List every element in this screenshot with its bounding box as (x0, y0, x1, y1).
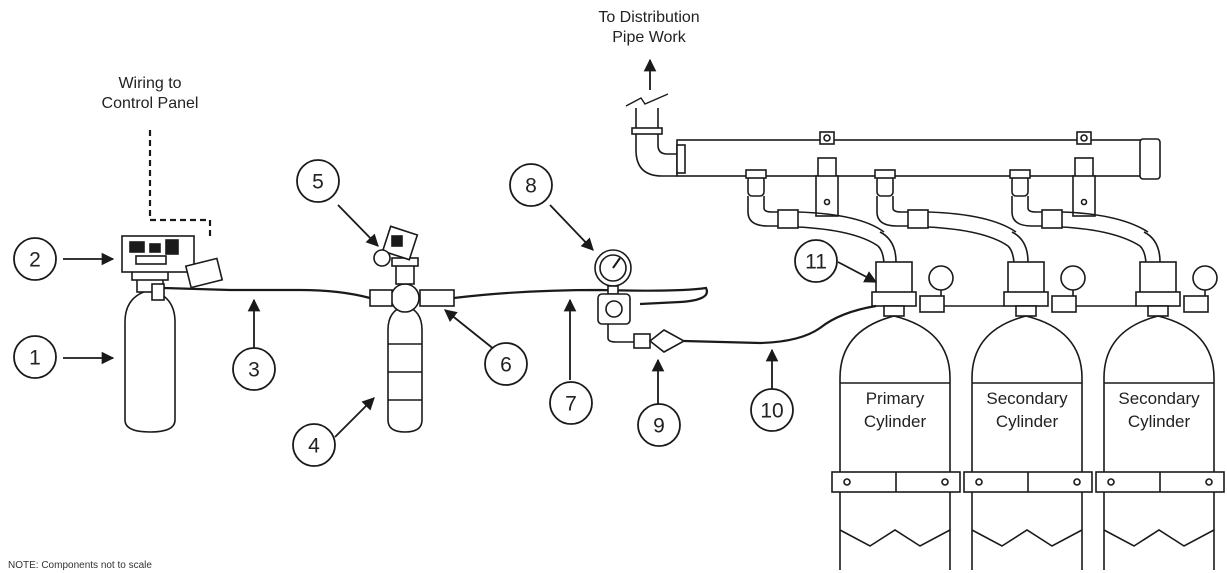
pilot-control-head (373, 225, 419, 267)
callout-circle-2 (13, 237, 57, 281)
secondary-cylinder-1-label: Secondary Cylinder (967, 388, 1087, 434)
primary-cylinder (831, 261, 961, 570)
callout-circle-3 (232, 347, 276, 391)
primary-cylinder-label-line1: Primary (865, 389, 925, 408)
secondary-cylinder-2 (1095, 261, 1225, 570)
primary-actuation-hose (683, 304, 877, 345)
actuation-hose (163, 286, 371, 300)
check-valve-flex-hoses (745, 169, 1161, 267)
pressure-gauge-assembly (594, 249, 651, 349)
distribution-label-line1: To Distribution (598, 9, 700, 26)
pilot-cylinder (369, 257, 455, 433)
distribution-manifold (625, 93, 1161, 217)
scale-note: NOTE: Components not to scale (8, 560, 152, 571)
callout-circle-11 (794, 239, 838, 283)
callout-number-6: 6 (500, 354, 512, 377)
control-head (121, 235, 224, 301)
callout-circle-1 (13, 335, 57, 379)
callout-number-9: 9 (653, 415, 665, 438)
callout-circle-9 (637, 403, 681, 447)
wiring-label-line2: Control Panel (101, 95, 199, 112)
callout-number-5: 5 (312, 171, 324, 194)
callout-arrows (63, 58, 878, 438)
callout-circle-6 (484, 342, 528, 386)
wiring-label-line1: Wiring to (118, 75, 182, 92)
callout-number-8: 8 (525, 175, 537, 198)
secondary-cylinder-2-label-line2: Cylinder (1127, 411, 1191, 431)
distribution-label: To Distribution Pipe Work (574, 8, 724, 48)
secondary-cylinder-1 (963, 261, 1093, 570)
callout-number-3: 3 (248, 359, 260, 382)
callout-circle-4 (292, 423, 336, 467)
nitrogen-actuator-cylinder (124, 269, 176, 433)
callout-circle-5 (296, 159, 340, 203)
primary-cylinder-label-line2: Cylinder (863, 411, 927, 431)
callout-circle-7 (549, 381, 593, 425)
callout-circle-10 (750, 388, 794, 432)
callout-number-1: 1 (29, 347, 41, 370)
callout-number-4: 4 (308, 435, 320, 458)
control-wiring (148, 130, 212, 240)
distribution-label-line2: Pipe Work (612, 29, 686, 46)
check-valve (648, 329, 686, 353)
secondary-cylinder-1-label-line1: Secondary (986, 389, 1068, 408)
primary-cylinder-label: Primary Cylinder (835, 388, 955, 434)
callout-circle-8 (509, 163, 553, 207)
pilot-hose (453, 286, 708, 306)
callout-number-2: 2 (29, 249, 41, 272)
callout-number-7: 7 (565, 393, 577, 416)
secondary-cylinder-2-label: Secondary Cylinder (1099, 388, 1219, 434)
callout-number-10: 10 (760, 400, 783, 423)
wiring-label: Wiring to Control Panel (70, 74, 230, 114)
callout-number-11: 11 (805, 251, 827, 274)
secondary-cylinder-2-label-line1: Secondary (1118, 389, 1200, 408)
secondary-cylinder-1-label-line2: Cylinder (995, 411, 1059, 431)
